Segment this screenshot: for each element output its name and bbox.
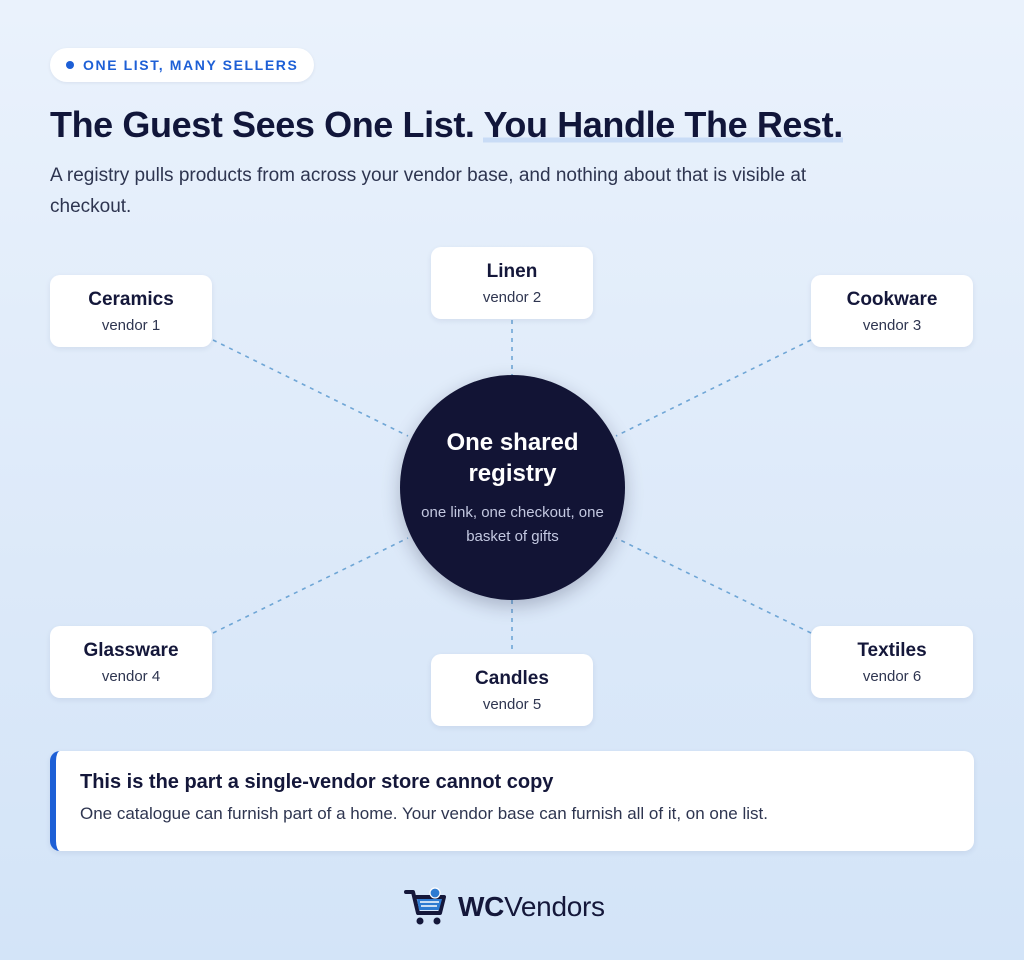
vendor-label: vendor 2 [482,288,542,306]
brand-name: WCVendors [458,891,605,923]
callout-title: This is the part a single-vendor store c… [80,771,554,793]
badge-label: ONE LIST, MANY SELLERS [83,57,299,73]
hub-title: One shared registry [446,428,579,487]
section-badge: ONE LIST, MANY SELLERS [50,48,315,82]
title-part-1: The Guest Sees One List. [50,104,484,145]
vendor-category: Textiles [857,639,927,661]
brand-rest: Vendors [504,891,605,922]
shopping-cart-icon [404,887,446,925]
hub-description: one link, one checkout, one basket of gi… [421,503,604,545]
vendor-card-glassware: Glassware vendor 4 [50,626,212,698]
shared-registry-hub: One shared registry one link, one checko… [400,375,625,600]
vendor-card-ceramics: Ceramics vendor 1 [50,275,212,347]
connector-vendor-6 [615,537,812,634]
page-subtitle: A registry pulls products from across yo… [50,165,807,217]
vendor-card-cookware: Cookware vendor 3 [811,275,973,347]
vendor-category: Linen [486,260,538,282]
vendor-card-candles: Candles vendor 5 [431,654,593,726]
page-title: The Guest Sees One List. You Handle The … [50,104,990,146]
connector-vendor-4 [212,537,409,634]
vendor-card-textiles: Textiles vendor 6 [811,626,973,698]
vendor-category: Cookware [846,288,938,310]
connector-vendor-1 [212,339,409,437]
vendor-card-linen: Linen vendor 2 [431,247,593,319]
vendor-category: Ceramics [88,288,174,310]
connector-vendor-3 [615,339,812,437]
vendor-label: vendor 5 [482,695,542,713]
vendor-category: Candles [475,667,549,689]
vendor-label: vendor 1 [101,316,161,334]
vendor-category: Glassware [83,639,179,661]
wcvendors-logo: WCVendors [404,886,605,928]
brand-bold: WC [458,891,505,922]
badge-dot [66,61,74,69]
vendor-label: vendor 3 [862,316,922,334]
callout-box: This is the part a single-vendor store c… [50,751,974,851]
vendor-label: vendor 6 [862,667,922,685]
vendor-label: vendor 4 [101,667,161,685]
callout-body: One catalogue can furnish part of a home… [80,804,768,823]
title-part-2-highlighted: You Handle The Rest. [483,104,843,145]
